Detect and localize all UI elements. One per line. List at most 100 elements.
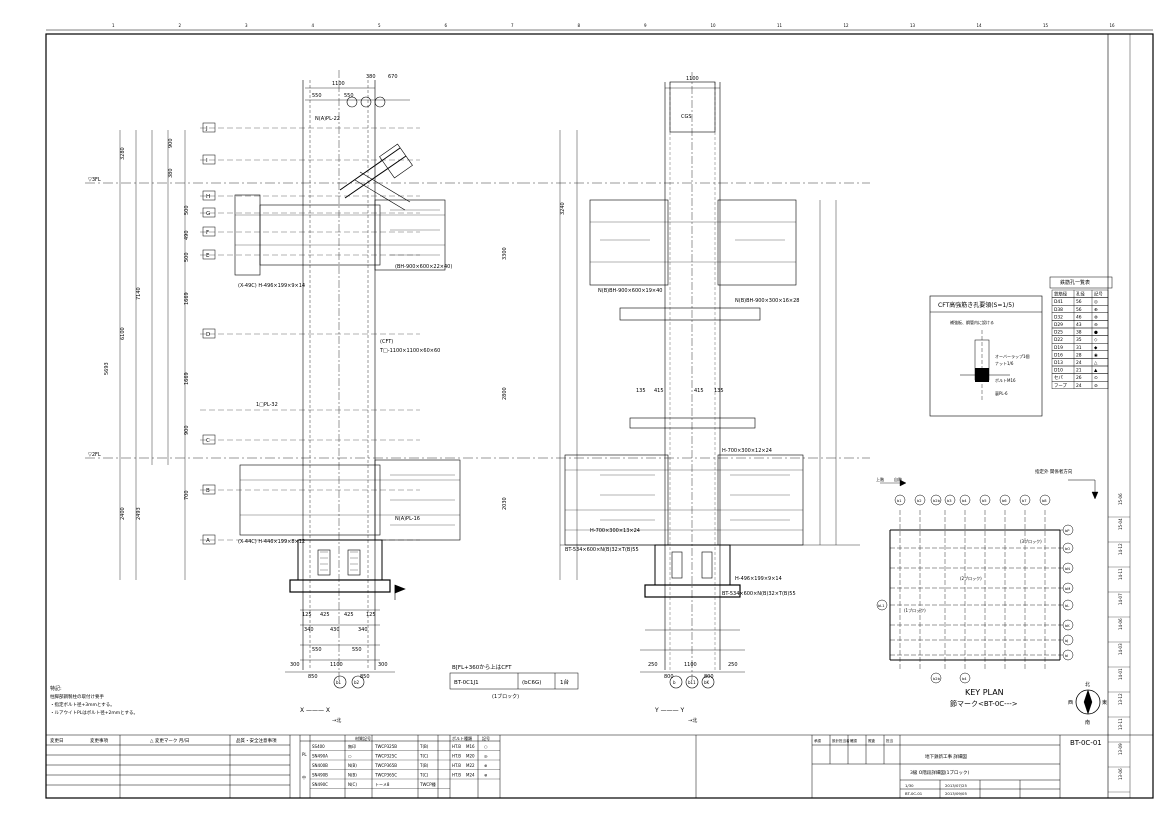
revision-entry: 13-12 <box>1118 693 1123 705</box>
revision-entry: 13-06 <box>1118 768 1123 780</box>
frame-number: 1 <box>112 23 115 28</box>
material-cell: ○ <box>348 754 352 759</box>
bolt-table-cell: ⊗ <box>1094 315 1098 320</box>
dim: 415 <box>654 388 664 394</box>
parts-cell: (bC6G) <box>522 680 541 686</box>
dim: 850 <box>360 674 370 680</box>
key-plan-tag: bM <box>1062 582 1074 594</box>
parts-table <box>449 672 579 690</box>
dim: 250 <box>648 662 658 668</box>
material-cell: T(B) <box>419 744 429 749</box>
dim: 7140 <box>136 287 142 300</box>
revision-strip: 13-0613-0913-1113-1214-0114-0314-0614-07… <box>1108 493 1130 793</box>
svg-text:b8: b8 <box>1042 499 1047 503</box>
detail-note: ボルトM16 <box>995 377 1016 383</box>
bolt-table-cell: ▲ <box>1094 369 1098 374</box>
special-note: 柱脚部鋼製柱の取付け要手 <box>50 693 104 700</box>
key-plan-tag: b2 <box>914 494 926 506</box>
svg-text:bM: bM <box>1065 587 1070 591</box>
cft-detail <box>929 295 1043 417</box>
grid-bubble: A <box>202 534 216 545</box>
tb-header: 品質・安全注意事項 <box>236 737 277 744</box>
svg-text:I: I <box>206 158 208 164</box>
tb-sign: 承認 <box>814 738 822 743</box>
key-plan-tag: b7 <box>1019 494 1031 506</box>
dim: 2400 <box>120 507 126 520</box>
key-plan-tag: bL1 <box>876 599 888 611</box>
dim: 135 <box>636 388 646 394</box>
dim: 2030 <box>502 497 508 510</box>
parts-sub: (1ブロック) <box>492 693 519 700</box>
bolt-table-cell: D32 <box>1054 314 1063 320</box>
tb-bolt-header: ボルト種類 <box>452 735 472 741</box>
key-plan-tag: bJ <box>1062 634 1074 646</box>
label-h-beam-2: (X-44C) H-446×199×8×12 <box>238 539 305 545</box>
grid-bubble: E <box>202 249 216 260</box>
material-cell: SN400B <box>312 763 328 768</box>
dim: 800 <box>664 674 674 680</box>
svg-text:bK: bK <box>1065 624 1070 628</box>
dim: 550 <box>312 93 322 99</box>
bolt-table-cell: 38 <box>1076 330 1082 336</box>
label-pl22: N(A)PL-22 <box>315 116 340 122</box>
bolt-table-cell: D16 <box>1054 352 1063 358</box>
dim: 490 <box>184 230 190 240</box>
bolt-table-cell: ⊖ <box>1094 323 1098 328</box>
svg-text:b2: b2 <box>917 499 922 503</box>
dim: 670 <box>388 74 398 80</box>
dim: 1100 <box>686 76 699 82</box>
bolt-table-cell: 21 <box>1076 368 1082 374</box>
bolt-cell: M22 <box>466 763 475 768</box>
bolt-cell: HT.B <box>452 744 461 749</box>
material-cell: N(B) <box>348 773 357 778</box>
bolt-table-cell: 46 <box>1076 314 1082 320</box>
drawing-number: BT-0C-01 <box>1070 739 1102 747</box>
dim: 135 <box>714 388 724 394</box>
dim: 550 <box>344 93 354 99</box>
svg-text:bN: bN <box>1065 567 1070 571</box>
tb-bolt-header: 記号 <box>482 735 490 741</box>
frame-number: 2 <box>179 23 182 28</box>
key-plan-tag: b8 <box>1039 494 1051 506</box>
material-cell: TWCP325C <box>374 754 397 759</box>
svg-text:G: G <box>206 211 210 217</box>
revision-entry: 14-06 <box>1118 618 1123 630</box>
frame-number: 4 <box>312 23 315 28</box>
frame-number: 6 <box>445 23 448 28</box>
svg-text:b4: b4 <box>962 677 967 681</box>
special-note: ・指定ボルト径+3mmとする。 <box>50 701 115 708</box>
bolt-table-cell: D13 <box>1054 360 1063 366</box>
svg-text:bI: bI <box>1065 654 1068 658</box>
col-tag: b <box>673 680 676 685</box>
material-cell: T(B) <box>419 763 429 768</box>
frame-number: 10 <box>711 23 717 28</box>
label-h-1: H-700×300×13×24 <box>590 528 640 534</box>
bolt-table-cell: ⊙ <box>1094 376 1098 381</box>
svg-text:b6: b6 <box>1002 499 1007 503</box>
dim: 550 <box>312 647 322 653</box>
dim: 125 <box>302 612 312 618</box>
dim: 700 <box>184 490 190 500</box>
special-note: ・ルアウイトPLはボルト径+2mmとする。 <box>50 709 138 716</box>
bolt-table-cell: 56 <box>1076 299 1082 305</box>
dim: 425 <box>320 612 330 618</box>
detail-note: 裏PL-6 <box>995 390 1008 396</box>
frame-number: 16 <box>1110 23 1116 28</box>
dim: 3240 <box>560 202 566 215</box>
key-plan-tag: bP <box>1062 524 1074 536</box>
label-bt-2: BT-534×600×N(B)32×T(B)55 <box>722 591 796 597</box>
frame-number: 3 <box>245 23 248 28</box>
detail-title: CFT高強筋き孔要領(S=1/5) <box>938 301 1014 309</box>
svg-text:b5: b5 <box>982 499 987 503</box>
bolt-table-cell: 28 <box>1076 352 1082 358</box>
axis-note: →北 <box>688 717 697 724</box>
material-cell: N(B) <box>348 763 357 768</box>
bolt-table-cell: D41 <box>1054 299 1063 305</box>
material-cell: N(C) <box>348 782 357 787</box>
svg-text:bL: bL <box>1065 604 1069 608</box>
special-notes-title: 特記: <box>50 685 62 692</box>
svg-text:C: C <box>206 438 210 444</box>
label-bt-1: BT-534×600×N(B)32×T(B)55 <box>565 547 639 553</box>
